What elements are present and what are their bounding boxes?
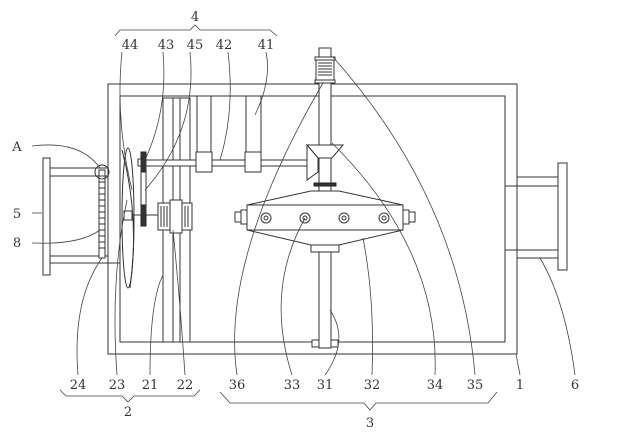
spray-body bbox=[234, 190, 416, 348]
label-21: 21 bbox=[142, 378, 159, 393]
label-23: 23 bbox=[109, 378, 126, 393]
label-a: A bbox=[11, 140, 22, 155]
label-45: 45 bbox=[187, 38, 204, 53]
label-1: 1 bbox=[516, 378, 524, 393]
nozzle-icon bbox=[299, 212, 311, 224]
detail-a-circle bbox=[94, 164, 110, 180]
label-4: 4 bbox=[191, 10, 199, 25]
outlet-pipe bbox=[505, 162, 568, 271]
label-41: 41 bbox=[258, 38, 275, 53]
filter-screen bbox=[94, 164, 110, 259]
inlet-pipe bbox=[42, 157, 120, 276]
label-6: 6 bbox=[571, 378, 579, 393]
leader-lines bbox=[31, 24, 576, 411]
label-24: 24 bbox=[70, 378, 87, 393]
label-42: 42 bbox=[216, 38, 233, 53]
label-22: 22 bbox=[177, 378, 194, 393]
motor bbox=[157, 199, 193, 234]
label-34: 34 bbox=[427, 378, 444, 393]
label-2: 2 bbox=[124, 405, 132, 420]
label-5: 5 bbox=[13, 207, 21, 222]
label-36: 36 bbox=[229, 378, 246, 393]
nozzle-icon bbox=[338, 212, 350, 224]
nozzle-icon bbox=[260, 212, 272, 224]
nozzle-icon bbox=[378, 212, 390, 224]
label-43: 43 bbox=[158, 38, 175, 53]
reference-labels: 4 44 43 45 42 41 A 5 8 24 23 21 22 2 36 … bbox=[11, 10, 579, 431]
shaft-and-bearings bbox=[145, 95, 310, 173]
label-3: 3 bbox=[366, 416, 374, 431]
label-32: 32 bbox=[364, 378, 381, 393]
label-31: 31 bbox=[317, 378, 334, 393]
label-8: 8 bbox=[13, 236, 21, 251]
bevel-gear bbox=[305, 143, 345, 187]
label-44: 44 bbox=[122, 38, 139, 53]
label-35: 35 bbox=[467, 378, 484, 393]
label-33: 33 bbox=[284, 378, 301, 393]
